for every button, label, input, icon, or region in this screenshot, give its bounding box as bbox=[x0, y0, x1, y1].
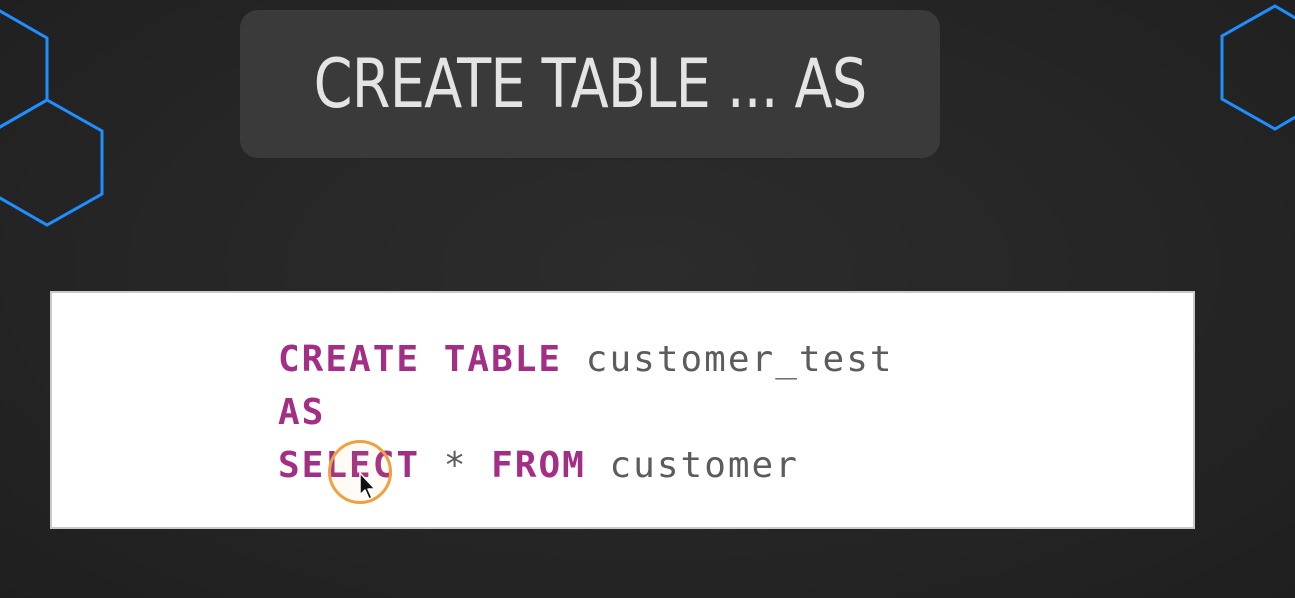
code-line-3: SELECT * FROM customer bbox=[278, 439, 894, 492]
code-line-1: CREATE TABLE customer_test bbox=[278, 333, 894, 386]
keyword-create: CREATE bbox=[278, 339, 421, 380]
slide-title-box: CREATE TABLE ... AS bbox=[240, 10, 940, 158]
slide-title: CREATE TABLE ... AS bbox=[313, 44, 868, 124]
keyword-from: FROM bbox=[491, 445, 586, 486]
hexagon-right-top bbox=[1220, 4, 1295, 131]
keyword-as: AS bbox=[278, 392, 326, 433]
hexagon-left-bottom bbox=[0, 98, 104, 227]
operator-star: * bbox=[443, 445, 468, 486]
identifier-source-table: customer bbox=[609, 445, 799, 486]
keyword-table: TABLE bbox=[443, 339, 563, 380]
mouse-pointer-icon bbox=[359, 472, 376, 500]
code-line-2: AS bbox=[278, 386, 894, 439]
identifier-table-name: customer_test bbox=[585, 339, 894, 380]
